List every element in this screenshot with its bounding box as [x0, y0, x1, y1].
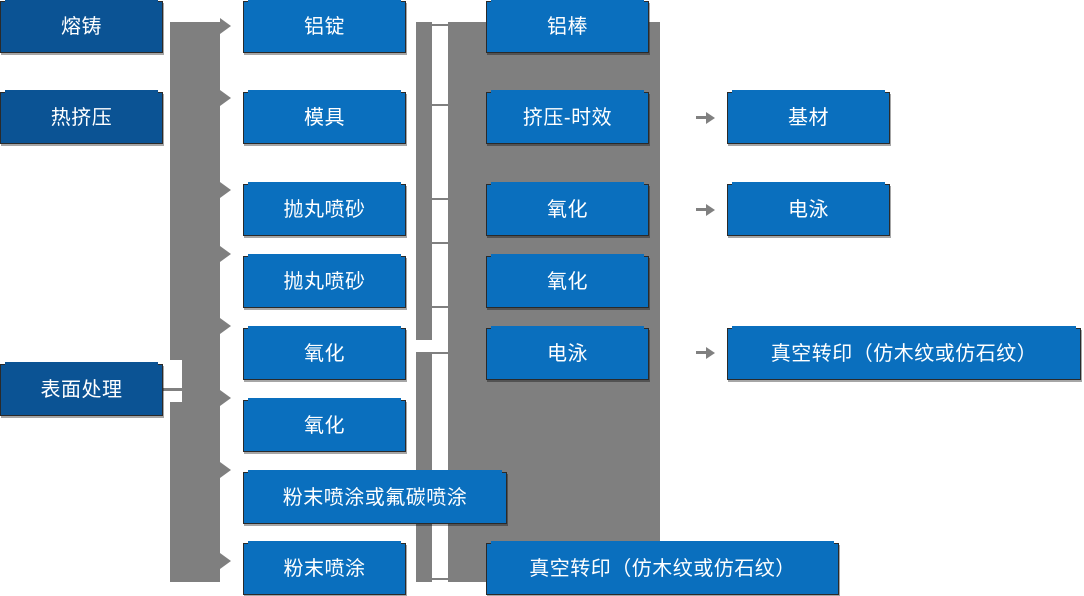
node-label: 粉末喷涂 — [283, 558, 366, 580]
node-aluminum-ingot[interactable]: 铝锭 — [243, 0, 406, 53]
node-label: 粉末喷涂或氟碳喷涂 — [282, 487, 468, 509]
band1-arrow-3 — [220, 182, 231, 198]
node-label: 熔铸 — [61, 16, 102, 38]
node-cap — [248, 182, 401, 185]
node-label: 模具 — [304, 107, 345, 129]
node-hot-extrusion[interactable]: 热挤压 — [0, 90, 163, 144]
arrow-treatment-to-vacuum-transfer — [706, 347, 715, 359]
node-label: 氧化 — [547, 199, 588, 221]
node-electrophoresis-product[interactable]: 电泳 — [727, 182, 890, 236]
node-cap — [248, 326, 401, 329]
connector-tick-6 — [432, 352, 454, 354]
band1-arrow-2 — [220, 90, 231, 106]
node-vacuum-transfer-product[interactable]: 真空转印（仿木纹或仿石纹） — [727, 326, 1081, 380]
node-aluminum-bar[interactable]: 铝棒 — [486, 0, 649, 53]
connector-tick-3 — [432, 198, 454, 200]
node-cap — [491, 254, 644, 257]
node-cap — [248, 541, 401, 544]
connector-tick-1 — [432, 24, 454, 26]
node-oxidation-step-1[interactable]: 氧化 — [243, 326, 406, 380]
node-shot-blasting-2[interactable]: 抛丸喷砂 — [243, 254, 406, 308]
band1-arrow-5 — [220, 318, 231, 334]
node-cap — [491, 0, 644, 2]
band1-arrow-8 — [220, 553, 231, 569]
node-label: 真空转印（仿木纹或仿石纹） — [529, 558, 796, 580]
node-cap — [491, 541, 834, 544]
connector-band-stage-to-step — [170, 22, 220, 582]
node-label: 真空转印（仿木纹或仿石纹） — [770, 343, 1038, 365]
connector-tick-2 — [432, 104, 454, 106]
node-cap — [5, 0, 158, 2]
node-cap — [491, 90, 644, 93]
node-cap — [248, 0, 401, 2]
node-cap — [732, 326, 1076, 329]
node-label: 氧化 — [304, 415, 345, 437]
node-oxidation-step-2[interactable]: 氧化 — [243, 398, 406, 452]
node-label: 铝棒 — [547, 16, 588, 38]
arrow-stem-electrophoresis — [696, 208, 707, 211]
connector-band-step-left-rail — [416, 22, 432, 340]
node-cap — [248, 398, 401, 401]
node-label: 铝锭 — [304, 16, 345, 38]
node-powder-coating[interactable]: 粉末喷涂 — [243, 541, 406, 595]
connector-tick-4 — [432, 242, 454, 244]
node-cap — [732, 90, 885, 93]
node-label: 抛丸喷砂 — [283, 271, 366, 293]
connector-band-step-left-rail-lower — [416, 352, 432, 582]
node-vacuum-transfer-treat[interactable]: 真空转印（仿木纹或仿石纹） — [486, 541, 839, 595]
node-label: 挤压-时效 — [522, 107, 613, 129]
node-cap — [248, 254, 401, 257]
node-label: 热挤压 — [50, 107, 113, 129]
node-label: 抛丸喷砂 — [283, 199, 366, 221]
node-cap — [732, 182, 885, 185]
arrow-treatment-to-substrate — [706, 112, 715, 124]
band1-arrow-4 — [220, 246, 231, 262]
node-substrate[interactable]: 基材 — [727, 90, 890, 144]
node-label: 表面处理 — [40, 379, 123, 401]
node-label: 氧化 — [547, 271, 588, 293]
node-shot-blasting-1[interactable]: 抛丸喷砂 — [243, 182, 406, 236]
node-cap — [248, 90, 401, 93]
band1-arrow-7 — [220, 462, 231, 478]
node-label: 电泳 — [547, 343, 588, 365]
connector-stem-surface — [163, 388, 185, 391]
node-extrusion-aging[interactable]: 挤压-时效 — [486, 90, 649, 144]
node-label: 基材 — [788, 107, 829, 129]
node-melting-casting[interactable]: 熔铸 — [0, 0, 163, 53]
node-oxidation-treat-1[interactable]: 氧化 — [486, 182, 649, 236]
connector-tick-7 — [432, 578, 454, 580]
node-cap — [5, 362, 158, 365]
node-mold[interactable]: 模具 — [243, 90, 406, 144]
arrow-treatment-to-electrophoresis — [706, 204, 715, 216]
node-cap — [5, 90, 158, 93]
arrow-stem-vacuum-transfer — [696, 351, 707, 354]
node-powder-or-fluorocarbon-coating[interactable]: 粉末喷涂或氟碳喷涂 — [243, 470, 507, 524]
node-label: 氧化 — [304, 343, 345, 365]
node-cap — [491, 326, 644, 329]
arrow-stem-substrate — [696, 116, 707, 119]
node-oxidation-treat-2[interactable]: 氧化 — [486, 254, 649, 308]
node-cap — [491, 182, 644, 185]
node-surface-treatment[interactable]: 表面处理 — [0, 362, 163, 416]
connector-notch-surface — [170, 360, 182, 402]
band1-arrow-6 — [220, 390, 231, 406]
node-label: 电泳 — [788, 199, 829, 221]
connector-tick-5 — [432, 306, 454, 308]
node-cap — [248, 470, 502, 473]
band1-arrow-1 — [220, 18, 231, 34]
node-electrophoresis-treat[interactable]: 电泳 — [486, 326, 649, 380]
